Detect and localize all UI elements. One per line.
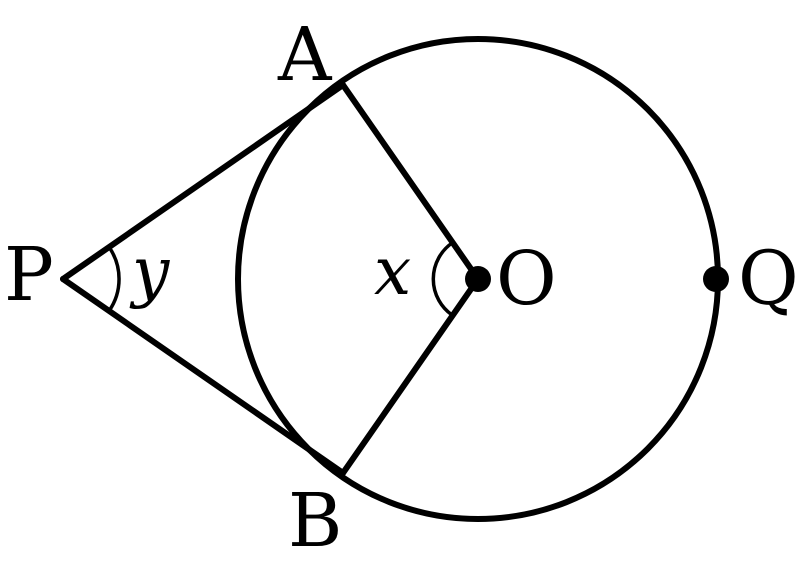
tangent-pa (60, 82, 346, 282)
label-q: Q (738, 236, 799, 322)
tangent-pb (60, 276, 346, 476)
angle-label-y: y (129, 233, 170, 310)
label-o: O (496, 236, 557, 322)
point-o-dot (465, 266, 491, 292)
angle-arc-o (431, 241, 454, 317)
angle-label-x: x (374, 233, 411, 310)
point-q-dot (703, 266, 729, 292)
angle-arc-p (107, 245, 121, 313)
label-p: P (4, 232, 54, 318)
label-b: B (288, 478, 342, 564)
label-a: A (277, 12, 333, 98)
radius-ob (340, 276, 481, 476)
radius-oa (340, 82, 481, 282)
